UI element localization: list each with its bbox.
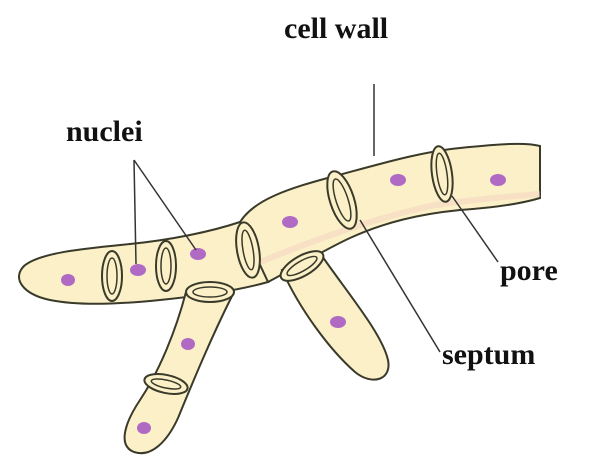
nucleus	[190, 248, 206, 260]
upper-branch	[238, 144, 540, 282]
right-down-branch	[276, 245, 388, 379]
nucleus	[137, 422, 151, 434]
nucleus	[490, 174, 506, 186]
nucleus	[282, 216, 298, 228]
lower-left-branch	[125, 282, 234, 453]
nucleus	[390, 174, 406, 186]
nucleus	[330, 316, 346, 328]
nucleus	[181, 338, 195, 350]
pore-label: pore	[500, 256, 558, 286]
nuclei-label: nuclei	[66, 117, 143, 147]
cell-wall-label: cell wall	[284, 14, 388, 44]
nucleus	[61, 274, 75, 286]
nuclei-leader-2	[134, 160, 196, 250]
nucleus	[130, 264, 146, 276]
upper-branch-wall	[238, 144, 540, 282]
septum-label: septum	[442, 340, 535, 370]
